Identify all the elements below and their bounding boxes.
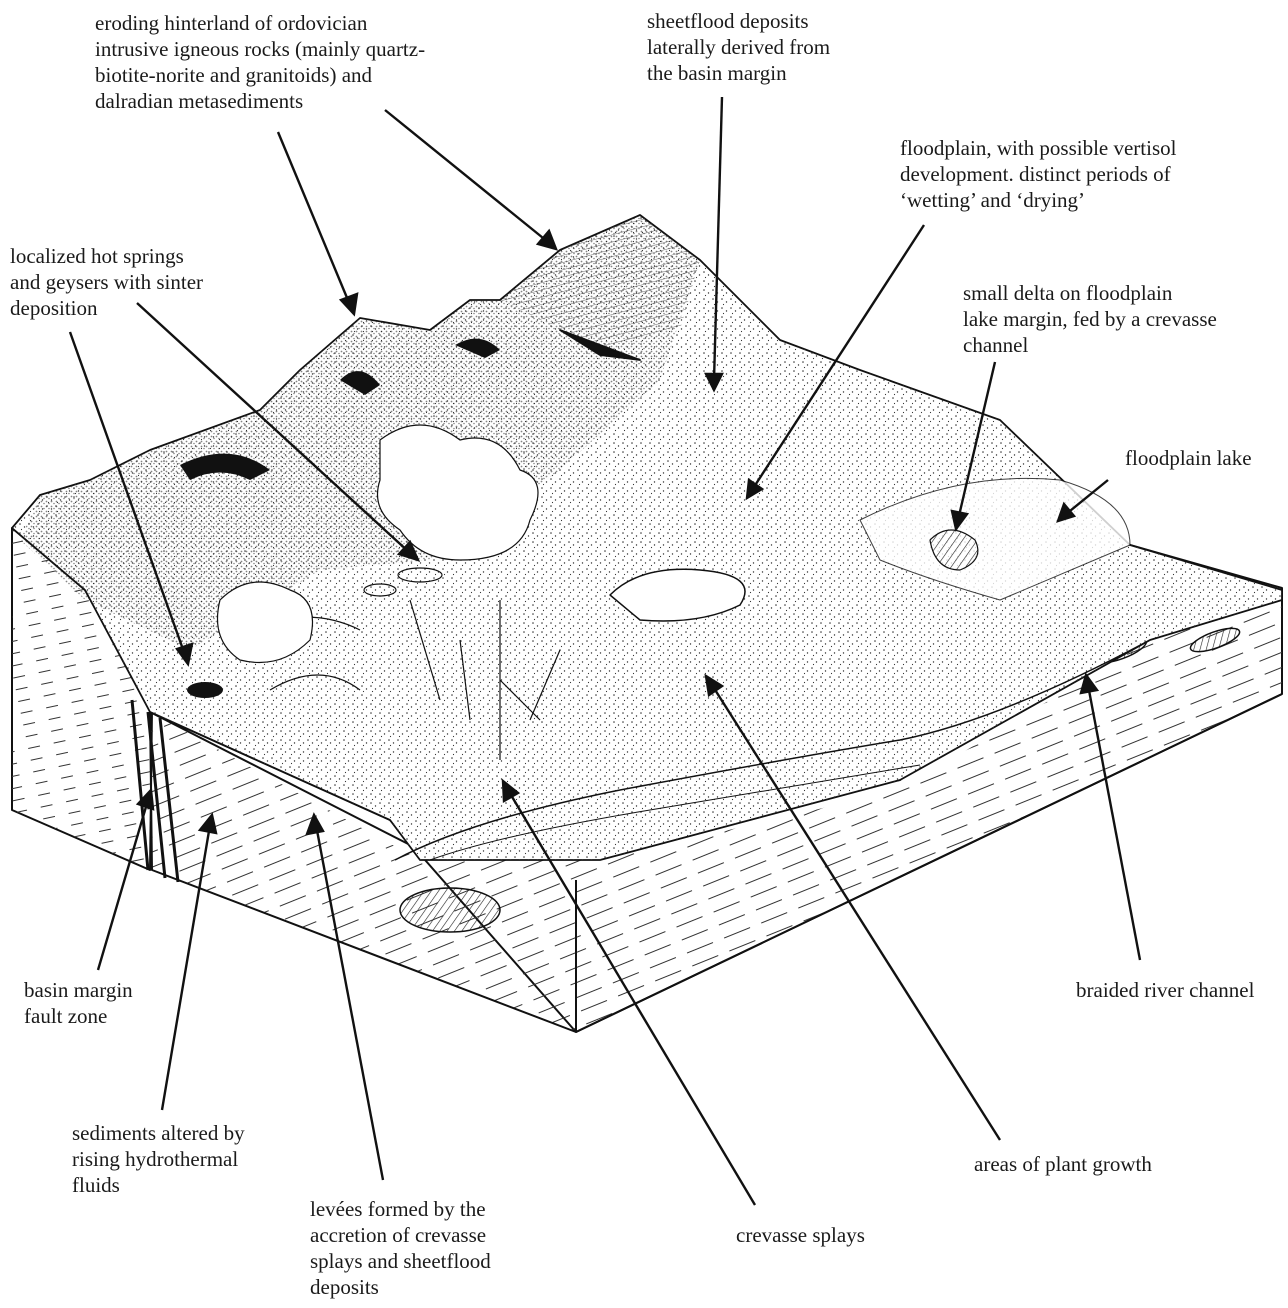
label-small-delta: small delta on floodplain lake margin, f… (963, 280, 1217, 358)
label-plant-growth: areas of plant growth (974, 1151, 1152, 1177)
label-hot-springs: localized hot springs and geysers with s… (10, 243, 203, 321)
label-levees: levées formed by the accretion of crevas… (310, 1196, 491, 1300)
arrow-hinterland-2 (385, 110, 548, 242)
label-braided-river: braided river channel (1076, 977, 1254, 1003)
arrow-hinterland (278, 132, 350, 305)
label-floodplain-lake: floodplain lake (1125, 445, 1252, 471)
label-crevasse-splays: crevasse splays (736, 1222, 865, 1248)
label-sediments-altered: sediments altered by rising hydrothermal… (72, 1120, 245, 1198)
label-hinterland: eroding hinterland of ordovician intrusi… (95, 10, 425, 114)
label-sheetflood: sheetflood deposits laterally derived fr… (647, 8, 830, 86)
label-floodplain: floodplain, with possible vertisol devel… (900, 135, 1176, 213)
label-basin-margin: basin margin fault zone (24, 977, 133, 1029)
